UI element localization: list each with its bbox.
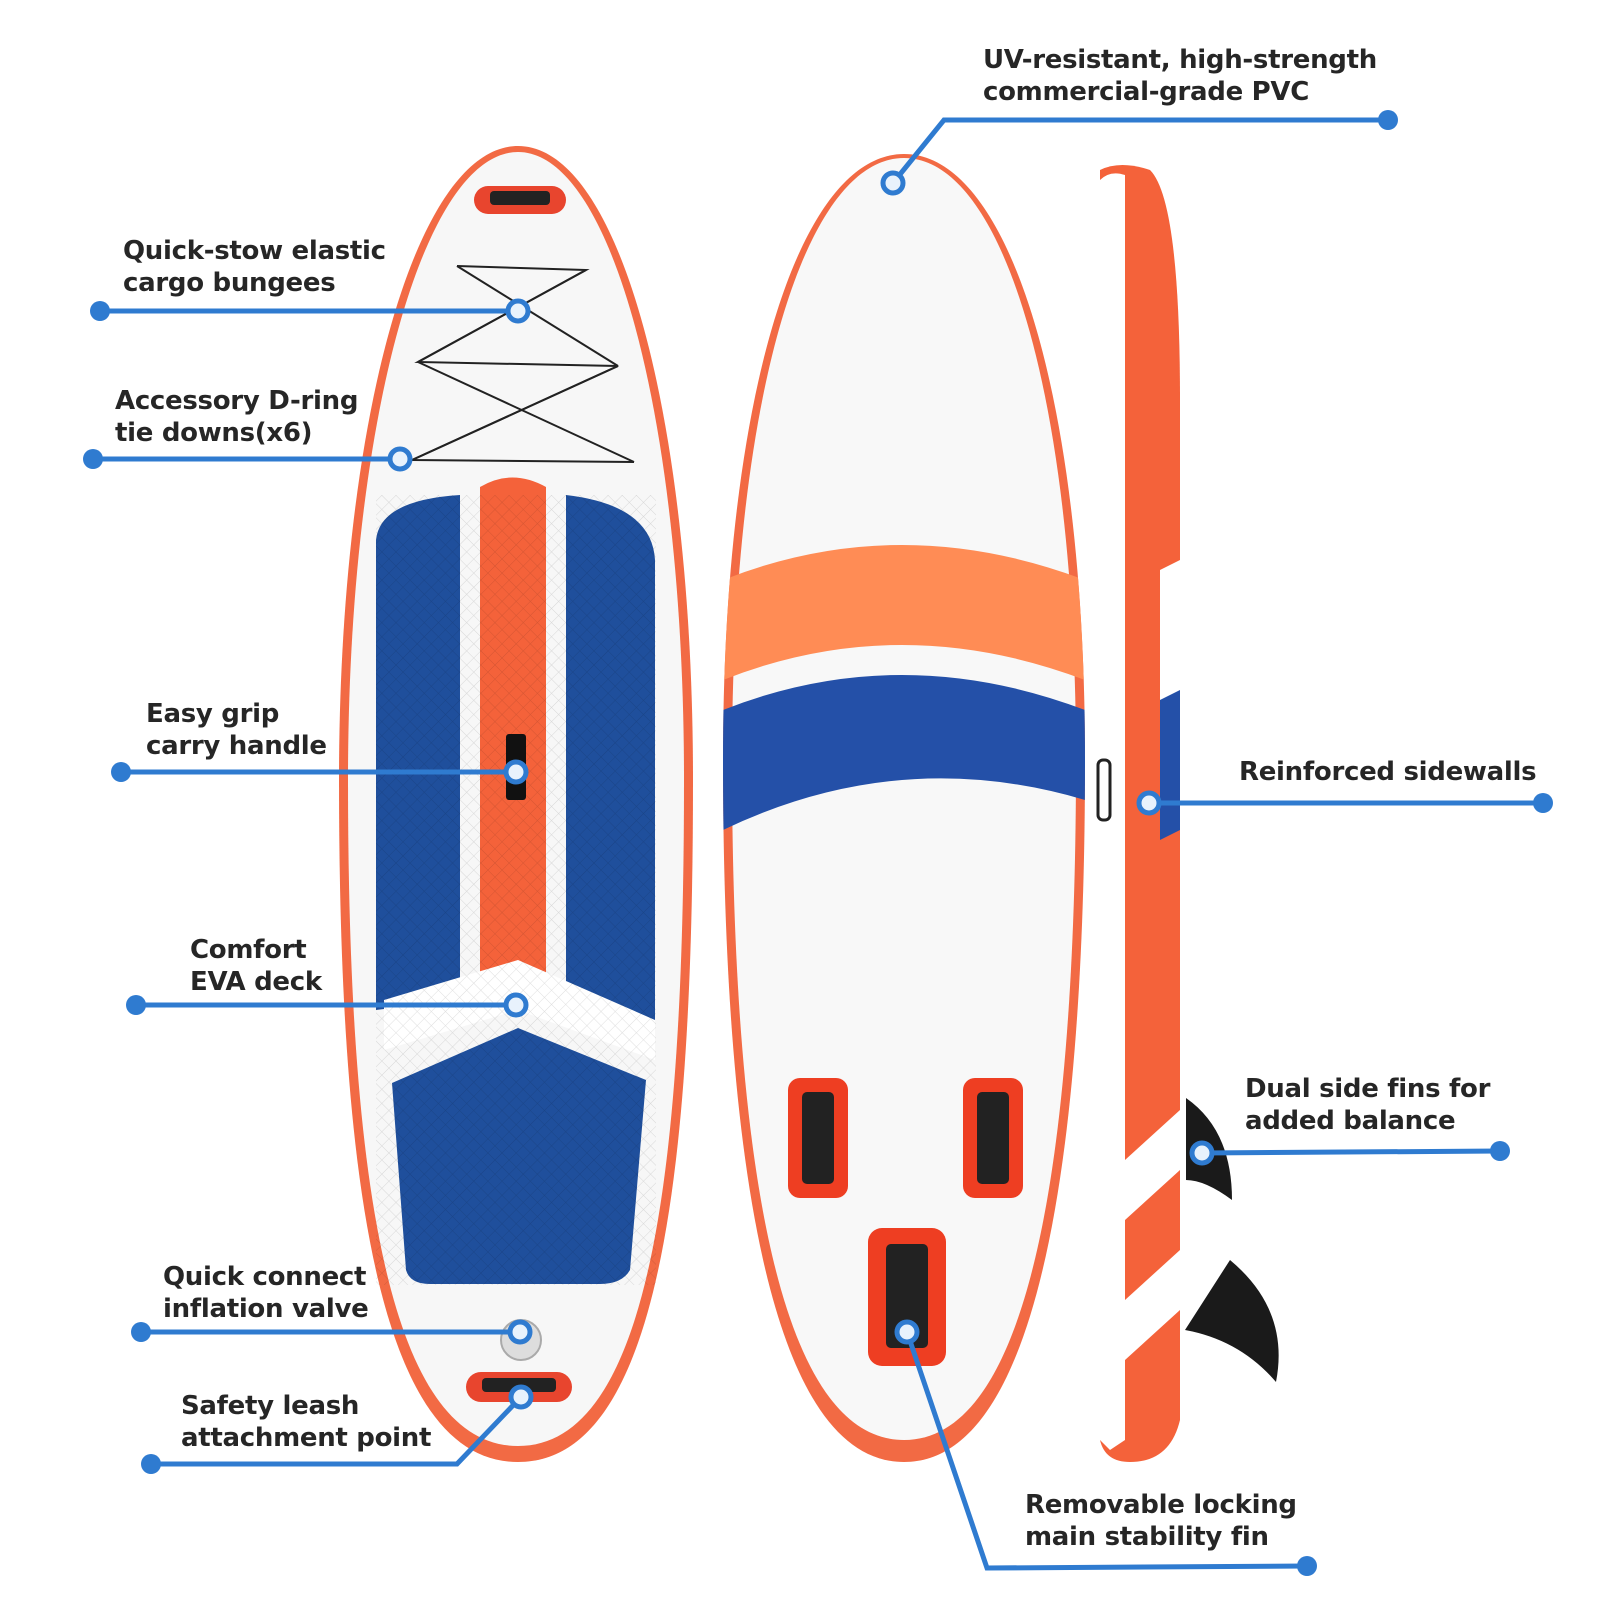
board-top-view <box>339 146 693 1462</box>
callout-leash-line1: Safety leash <box>181 1391 360 1421</box>
board-side-view <box>1096 165 1279 1462</box>
callout-end-dots <box>83 110 1553 1576</box>
callout-bungees-line1: Quick-stow elastic <box>123 236 386 266</box>
callout-d-ring: Accessory D-ring tie downs(x6) <box>115 385 358 449</box>
callout-d-ring-line2: tie downs(x6) <box>115 418 313 448</box>
callout-leash-line2: attachment point <box>181 1423 432 1453</box>
callout-main-fin-line2: main stability fin <box>1025 1522 1269 1552</box>
callout-d-ring-line1: Accessory D-ring <box>115 386 359 416</box>
callout-pvc-line2: commercial-grade PVC <box>983 77 1310 107</box>
callout-valve-line2: inflation valve <box>163 1294 369 1324</box>
callout-handle: Easy grip carry handle <box>146 698 327 762</box>
callout-bungees-line2: cargo bungees <box>123 268 336 298</box>
callout-side-fins-line1: Dual side fins for <box>1245 1074 1491 1104</box>
callout-deck-line2: EVA deck <box>190 967 322 997</box>
callout-side-fins-line2: added balance <box>1245 1106 1456 1136</box>
callout-anchor-rings <box>387 170 1215 1410</box>
callout-bungees: Quick-stow elastic cargo bungees <box>123 235 386 299</box>
callout-deck: Comfort EVA deck <box>190 934 322 998</box>
board-bottom-view <box>723 154 1085 1462</box>
callout-deck-line1: Comfort <box>190 935 307 965</box>
callout-main-fin-line1: Removable locking <box>1025 1490 1297 1520</box>
callout-handle-line1: Easy grip <box>146 699 280 729</box>
callout-side-fins: Dual side fins for added balance <box>1245 1073 1490 1137</box>
callout-main-fin: Removable locking main stability fin <box>1025 1489 1297 1553</box>
callout-handle-line2: carry handle <box>146 731 327 761</box>
callout-leash: Safety leash attachment point <box>181 1390 431 1454</box>
callout-lines <box>93 117 1543 1571</box>
callout-sidewalls-line1: Reinforced sidewalls <box>1239 757 1537 787</box>
callout-valve: Quick connect inflation valve <box>163 1261 369 1325</box>
callout-valve-line1: Quick connect <box>163 1262 367 1292</box>
callout-pvc-line1: UV-resistant, high-strength <box>983 45 1377 75</box>
callout-sidewalls: Reinforced sidewalls <box>1239 756 1537 788</box>
callout-pvc: UV-resistant, high-strength commercial-g… <box>983 44 1377 108</box>
